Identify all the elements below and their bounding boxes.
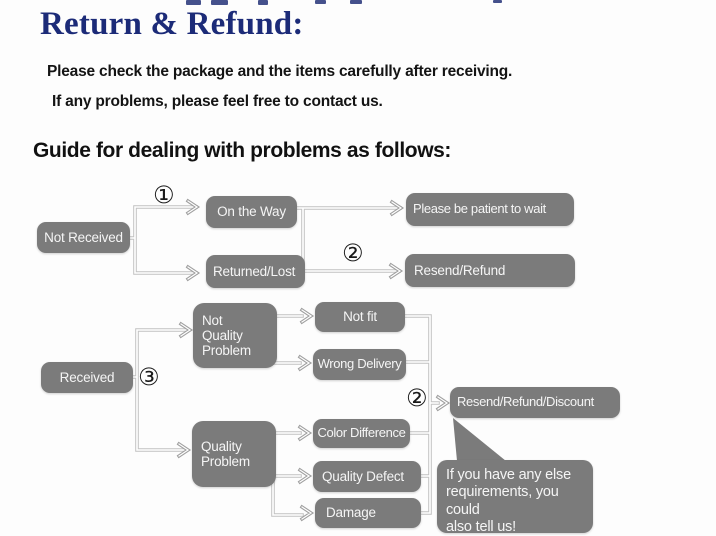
cropped-text-fragment: [493, 0, 502, 3]
flow-node-not-received: Not Received: [37, 222, 130, 253]
flow-node-received: Received: [41, 362, 133, 393]
intro-line-1: Please check the package and the items c…: [47, 63, 513, 80]
speech-bubble-line: If you have any else: [446, 467, 571, 483]
cropped-text-fragment: [315, 0, 326, 4]
guide-heading: Guide for dealing with problems as follo…: [33, 139, 452, 162]
flow-node-color-difference: Color Difference: [313, 419, 410, 448]
intro-line-2: If any problems, please feel free to con…: [52, 93, 383, 110]
flow-node-wrong-delivery: Wrong Delivery: [313, 349, 406, 380]
flow-node-quality-problem: Quality Problem: [192, 421, 276, 487]
badge-step-2: ②: [342, 239, 364, 267]
flow-node-not-fit: Not fit: [315, 302, 405, 332]
flow-node-label: Not Quality Problem: [202, 312, 251, 359]
badge-step-2b: ②: [406, 384, 428, 412]
page-title: Return & Refund:: [40, 6, 304, 42]
flow-node-returned-lost: Returned/Lost: [206, 255, 305, 288]
flow-node-resend-refund: Resend/Refund: [405, 254, 575, 287]
speech-bubble-line: requirements, you could: [446, 484, 559, 518]
flow-node-resend-refund-discount: Resend/Refund/Discount: [450, 387, 620, 418]
flow-node-label: Quality Problem: [201, 438, 250, 469]
flow-node-quality-defect: Quality Defect: [313, 461, 421, 492]
speech-bubble-line: also tell us!: [446, 519, 516, 536]
badge-step-1: ①: [153, 181, 175, 209]
cropped-text-fragment: [186, 0, 201, 5]
speech-bubble-tail: [453, 418, 506, 461]
badge-step-3: ③: [138, 363, 160, 391]
speech-bubble: If you have any else requirements, you c…: [437, 460, 593, 536]
cropped-text-fragment: [350, 0, 362, 4]
flow-node-please-wait: Please be patient to wait: [406, 193, 574, 226]
flow-node-damage: Damage: [315, 498, 421, 528]
flow-node-on-the-way: On the Way: [206, 196, 297, 228]
cropped-text-fragment: [211, 0, 228, 5]
cropped-text-fragment: [258, 0, 268, 5]
flow-node-not-quality-problem: Not Quality Problem: [193, 303, 277, 368]
